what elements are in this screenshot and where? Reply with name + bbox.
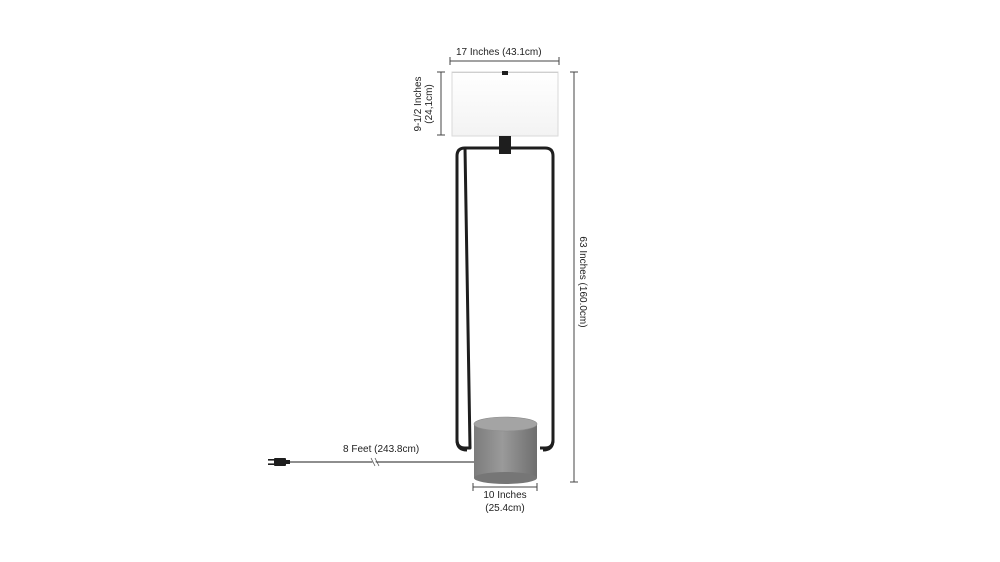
- cord-length-label: 8 Feet (243.8cm): [343, 444, 420, 455]
- base-width-label-text: 10 Inches (25.4cm): [483, 489, 526, 515]
- base-width-label-line2: (25.4cm): [485, 503, 525, 514]
- base-width-label-line1: 10 Inches: [483, 490, 527, 501]
- lamp-socket: [499, 136, 511, 154]
- shade-width-dimension-line: [449, 57, 560, 65]
- shade-height-dimension-line: [437, 71, 445, 136]
- base-width-dimension-line: [472, 483, 538, 491]
- shade-height-label-line2: (24,1cm): [424, 84, 435, 124]
- lamp-frame: [455, 146, 555, 450]
- lamp-shade: [451, 71, 559, 137]
- lamp-base: [473, 416, 538, 484]
- power-plug-icon: [268, 458, 290, 466]
- total-height-dimension-line: [570, 71, 578, 483]
- shade-height-label-line1: 9-1/2 Inches: [413, 76, 424, 132]
- total-height-label-text: 63 Inches (160.0cm): [577, 236, 588, 328]
- shade-height-label-text: 9-1/2 Inches (24,1cm): [413, 76, 435, 131]
- shade-width-label: 17 Inches (43.1cm): [456, 47, 542, 58]
- power-cord: [285, 457, 474, 467]
